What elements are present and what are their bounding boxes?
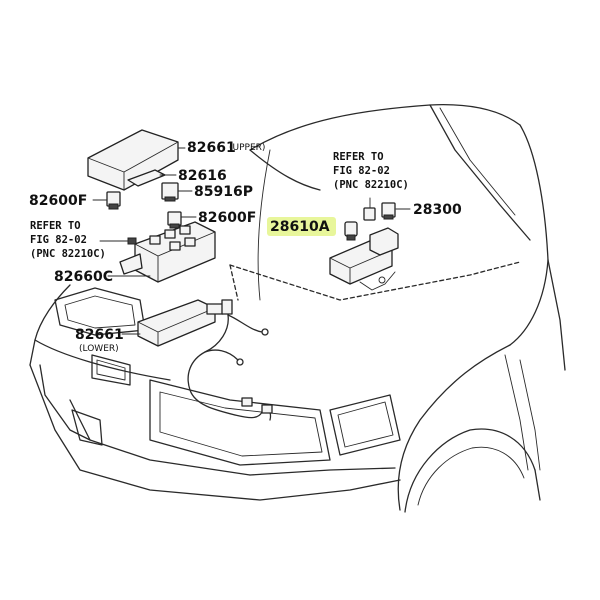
fuse-left-part (106, 191, 121, 210)
junction-block-part (119, 221, 216, 283)
label-lower-cover-number: 82661 (75, 327, 124, 343)
label-upper-cover-number: 82661 (187, 140, 236, 156)
label-lower-cover-suffix: (LOWER) (79, 344, 119, 354)
highlight-marker (267, 217, 336, 236)
relay-box-part (329, 227, 399, 291)
label-relay-number: 85916P (194, 184, 253, 200)
fuse-right-part (363, 197, 376, 221)
ref-right-line2: FIG 82-02 (333, 165, 390, 177)
label-bracket-number: 82616 (178, 168, 227, 184)
ref-note-left: REFER TO FIG 82-02 (PNC 82210C) (30, 220, 129, 260)
fuse-mid-part (167, 211, 182, 229)
upper-cover-part (87, 129, 179, 191)
ref-left-line2: FIG 82-02 (30, 234, 87, 246)
label-upper-cover-suffix: (UPPER) (229, 143, 265, 153)
wire-harness (187, 314, 273, 421)
vehicle-outline (29, 104, 566, 513)
ref-right-line1: REFER TO (333, 151, 384, 163)
label-relay-right-number: 28300 (413, 202, 462, 218)
horn-relay-part (344, 221, 358, 241)
ref-left-line3: (PNC 82210C) (30, 248, 106, 260)
ref-note-right: REFER TO FIG 82-02 (PNC 82210C) (333, 151, 409, 191)
relay-part (161, 182, 179, 202)
lower-cover-part (137, 299, 233, 347)
label-horn-relay-number: 28610A (270, 219, 330, 235)
relay-28300-part (381, 202, 396, 220)
label-block-number: 82660C (54, 269, 113, 285)
label-fuse-mid-number: 82600F (198, 210, 256, 226)
label-fuse-left-number: 82600F (29, 193, 87, 209)
ref-right-line3: (PNC 82210C) (333, 179, 409, 191)
ref-left-line1: REFER TO (30, 220, 81, 232)
